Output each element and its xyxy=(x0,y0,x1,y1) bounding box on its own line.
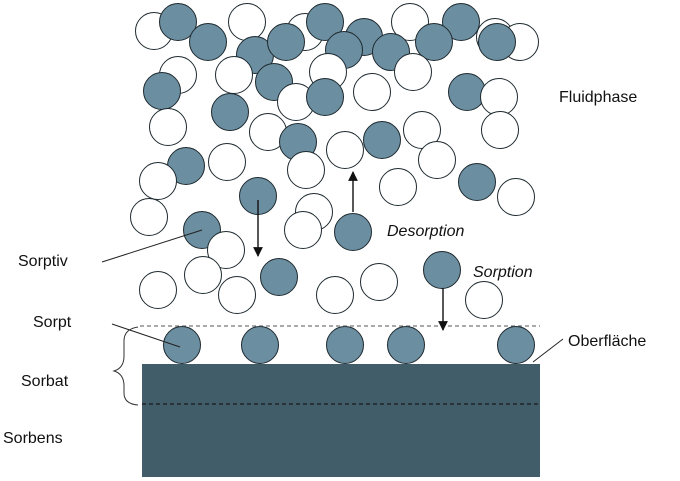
fluid-particle xyxy=(379,168,417,206)
fluid-particle xyxy=(287,151,325,189)
sorptive-particle xyxy=(458,163,496,201)
label-oberflaeche: Oberfläche xyxy=(568,333,646,350)
fluid-particle xyxy=(130,198,168,236)
sorptive-particle xyxy=(189,23,227,61)
fluid-particle xyxy=(497,178,535,216)
sorpt-particle xyxy=(387,326,425,364)
fluid-particle xyxy=(139,162,177,200)
fluid-particle xyxy=(316,276,354,314)
fluid-particle xyxy=(394,53,432,91)
sorpt-particle xyxy=(163,326,201,364)
sorptive-particle xyxy=(423,251,461,289)
sorptive-particle xyxy=(363,121,401,159)
sorptiv-leader-line xyxy=(101,229,203,263)
sorptive-particle xyxy=(211,93,249,131)
sorptive-particle xyxy=(306,78,344,116)
fluid-particle xyxy=(465,281,503,319)
sorptive-particle xyxy=(267,23,305,61)
oberflaeche-leader-line xyxy=(532,338,564,363)
fluid-particle xyxy=(353,73,391,111)
fluid-particle xyxy=(228,3,266,41)
label-fluidphase: Fluidphase xyxy=(559,89,637,106)
sorptive-particle xyxy=(159,3,197,41)
label-sorptiv: Sorptiv xyxy=(18,253,68,270)
fluid-particle xyxy=(360,263,398,301)
label-desorption: Desorption xyxy=(387,223,464,240)
fluid-phase-particles xyxy=(130,3,539,319)
sorptive-particle xyxy=(442,3,480,41)
fluid-particle xyxy=(418,141,456,179)
fluid-particle xyxy=(139,271,177,309)
label-sorbens: Sorbens xyxy=(3,430,63,447)
fluid-particle xyxy=(326,131,364,169)
sorptive-particle xyxy=(448,73,486,111)
sorpt-particle xyxy=(497,326,535,364)
sorpt-particle xyxy=(241,326,279,364)
sorptive-particle xyxy=(143,72,181,110)
sorptive-particle xyxy=(306,3,344,41)
fluid-particle xyxy=(284,211,322,249)
label-sorbat: Sorbat xyxy=(21,373,69,390)
label-sorpt: Sorpt xyxy=(33,314,72,331)
sorptive-particle xyxy=(334,213,372,251)
fluid-particle xyxy=(218,276,256,314)
fluid-particle xyxy=(149,108,187,146)
sorpt-particle xyxy=(326,326,364,364)
sorptive-particle xyxy=(478,23,516,61)
fluid-particle xyxy=(480,78,518,116)
fluid-particle xyxy=(215,56,253,94)
sorptive-particle xyxy=(415,23,453,61)
sorpt-leader-line xyxy=(111,323,181,348)
sorbat-brace xyxy=(112,326,139,406)
label-sorption: Sorption xyxy=(473,264,533,281)
fluid-particle xyxy=(208,143,246,181)
sorbent-block xyxy=(142,364,540,477)
fluid-particle xyxy=(481,111,519,149)
fluid-particle xyxy=(184,256,222,294)
fluid-particle xyxy=(207,231,245,269)
sorptive-particle xyxy=(260,258,298,296)
adsorbed-particles xyxy=(163,326,535,364)
